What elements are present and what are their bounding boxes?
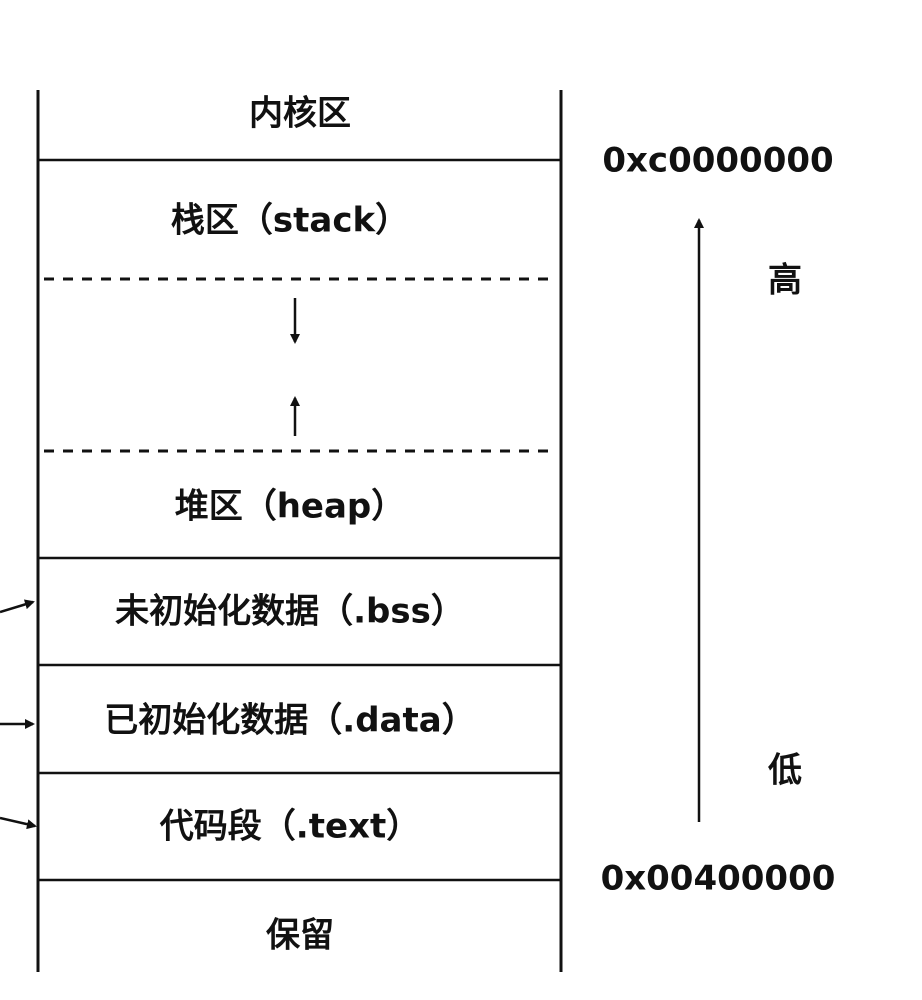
segment-bss: 未初始化数据（.bss） [115, 592, 465, 632]
segment-data: 已初始化数据（.data） [104, 701, 475, 741]
pointer-arrow-text-icon [0, 816, 37, 830]
label-low: 低 [768, 751, 802, 791]
segment-reserved: 保留 [266, 916, 334, 956]
segment-text: 代码段（.text） [159, 807, 420, 847]
segment-stack: 栈区（stack） [171, 201, 409, 241]
address-high: 0xc0000000 [602, 141, 833, 181]
label-high: 高 [768, 261, 802, 301]
address-low: 0x00400000 [601, 859, 836, 899]
segment-heap: 堆区（heap） [175, 487, 406, 527]
segment-kernel: 内核区 [249, 94, 351, 134]
pointer-arrow-bss-icon [0, 599, 35, 614]
